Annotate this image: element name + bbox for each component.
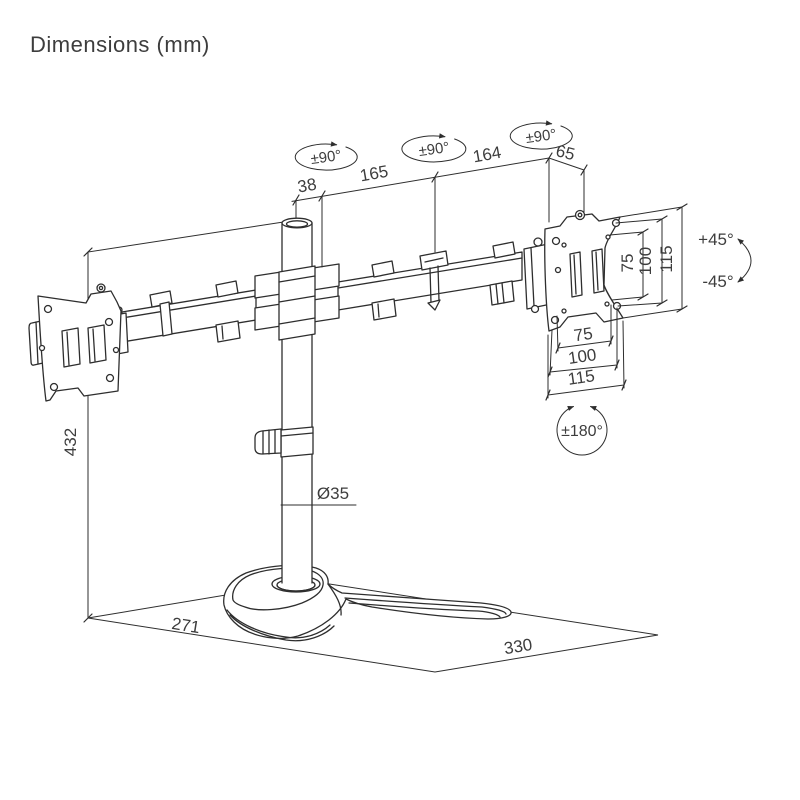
base-top-face bbox=[232, 567, 324, 611]
rotation-right-label: ±90° bbox=[525, 126, 558, 147]
hinge-screw-bottom bbox=[530, 304, 540, 314]
hinge-screw-top bbox=[533, 237, 543, 247]
pole-top-inner-rim bbox=[285, 220, 309, 228]
knob-grip bbox=[254, 428, 282, 455]
swivel-symbol-center: ±90° bbox=[401, 133, 467, 163]
dim-label-arm-right: 164 bbox=[471, 143, 502, 167]
cable-clips bbox=[149, 241, 516, 343]
arm-mid-joint bbox=[419, 250, 449, 311]
dim-label-height: 432 bbox=[61, 428, 80, 456]
left-plate-holes bbox=[38, 304, 120, 392]
dim-label-pole-diameter: Ø35 bbox=[317, 484, 349, 503]
plate-rotation-symbol: ±180° bbox=[556, 405, 608, 456]
dimension-ticks bbox=[83, 152, 688, 623]
crossbar bbox=[121, 241, 523, 458]
dim-label-vesa-v100: 100 bbox=[636, 247, 655, 275]
base-layer-contours bbox=[226, 583, 342, 642]
dim-label-vesa-v115: 115 bbox=[657, 245, 676, 272]
base-silhouette bbox=[223, 564, 512, 639]
rotation-center-label: ±90° bbox=[418, 139, 451, 160]
pole-clamp bbox=[254, 263, 340, 341]
extension-lines bbox=[280, 157, 683, 506]
tilt-symbol: +45° -45° bbox=[698, 230, 752, 291]
page-title: Dimensions (mm) bbox=[30, 32, 210, 57]
height-adjust-knob bbox=[254, 426, 314, 458]
dim-label-head-offset: 65 bbox=[554, 141, 577, 164]
dim-label-base-depth: 271 bbox=[170, 614, 201, 637]
tilt-down-label: -45° bbox=[702, 272, 733, 291]
dim-label-arm-offset: 38 bbox=[296, 175, 318, 197]
left-plate-slots bbox=[61, 324, 107, 368]
vesa-plate-right bbox=[523, 209, 624, 332]
vesa-plate-left bbox=[28, 283, 129, 402]
rotation-left-label: ±90° bbox=[310, 147, 343, 168]
swivel-label: ±180° bbox=[561, 423, 603, 440]
dim-label-arm-left: 165 bbox=[358, 162, 389, 186]
swivel-symbol-left: ±90° bbox=[294, 141, 358, 171]
dimension-annotations: ±90° ±90° ±90° 38 165 164 65 75 100 115 … bbox=[61, 120, 752, 658]
tilt-up-label: +45° bbox=[698, 230, 734, 249]
base bbox=[223, 564, 512, 642]
right-plate-screw bbox=[574, 209, 586, 221]
dim-label-vesa-v75: 75 bbox=[618, 254, 637, 273]
dim-label-vesa-h75: 75 bbox=[573, 324, 594, 345]
swivel-symbol-right: ±90° bbox=[509, 120, 573, 150]
left-plate-screw bbox=[96, 283, 106, 293]
base-arm-contours bbox=[344, 597, 507, 618]
right-plate-slots bbox=[569, 248, 605, 298]
dim-label-base-width: 330 bbox=[503, 635, 534, 658]
dim-label-vesa-h100: 100 bbox=[567, 345, 598, 368]
pole-socket-front-arc bbox=[276, 584, 316, 592]
dim-label-vesa-h115: 115 bbox=[566, 366, 595, 389]
